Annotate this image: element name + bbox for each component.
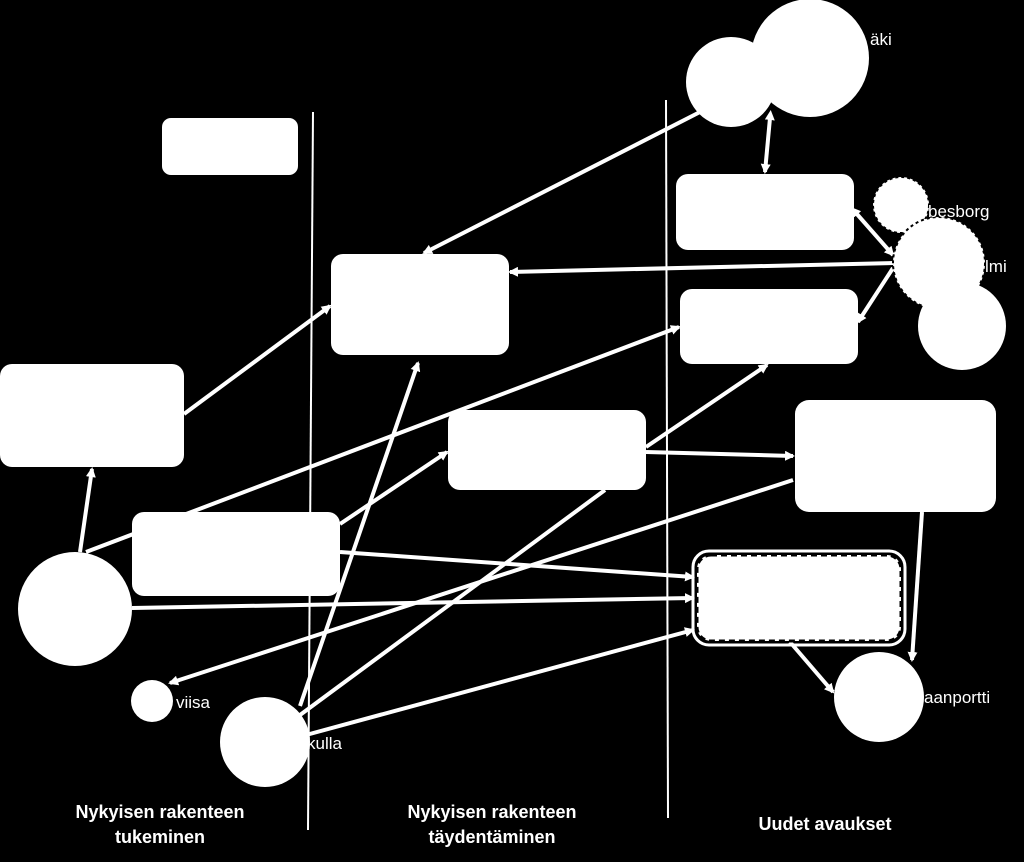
label-right-1: besborg [928, 202, 989, 221]
arrow-right-cluster-to-center-box [508, 261, 894, 277]
box-middle-left [132, 512, 340, 596]
box-left [0, 364, 184, 467]
circle-left-small [131, 680, 173, 722]
circle-bottom-left [220, 697, 310, 787]
column-divider-right [665, 99, 669, 819]
arrow-bigcircle-to-left-box [78, 467, 96, 553]
label-right-2: lmi [985, 257, 1007, 276]
arrow-midbox-to-centerbox [338, 450, 449, 526]
connector-arrows [78, 110, 924, 737]
column-left-line2: tukeminen [115, 827, 205, 847]
column-middle-line1: Nykyisen rakenteen [407, 802, 576, 822]
arrow-top-circle-to-center-box [422, 110, 701, 255]
label-bottom-left: kulla [307, 734, 343, 753]
arrow-dashed-to-bottom-right-circle [788, 640, 835, 694]
label-top-right: äki [870, 30, 892, 49]
label-bottom-right: aanportti [924, 688, 990, 707]
box-right-top [676, 174, 854, 250]
circle-right-dashed-small [872, 176, 930, 234]
column-middle-line2: täydentäminen [428, 827, 555, 847]
circle-top-right-large [751, 0, 869, 117]
box-right-middle [680, 289, 858, 364]
box-top-left [162, 118, 298, 175]
box-middle-center [448, 410, 646, 490]
column-left-line1: Nykyisen rakenteen [75, 802, 244, 822]
circle-left-large [18, 552, 132, 666]
arrow-bottom-circle-to-dashed [305, 627, 695, 737]
arrow-center-to-right-box-2 [644, 363, 769, 449]
circle-bottom-right [834, 652, 924, 742]
arrow-double-right-1 [850, 206, 895, 257]
arrow-bottom-circle-to-centerbox-up [298, 488, 607, 717]
circle-right-lower [918, 282, 1006, 370]
arrow-rightbox-to-bottom-right-circle [907, 511, 924, 662]
column-right-line1: Uudet avaukset [758, 814, 891, 834]
arrow-midbox-to-dashed [339, 550, 695, 582]
arrow-double-top [760, 110, 775, 174]
box-center [331, 254, 509, 355]
arrow-right-cluster-to-box [856, 266, 895, 324]
arrow-bottom-circle-to-center-box [298, 361, 421, 707]
arrow-center-to-rightbox [645, 450, 795, 461]
label-bottom-left-small: viisa [176, 693, 211, 712]
box-right-large [795, 400, 996, 512]
box-dashed [695, 553, 903, 643]
arrow-left-box-to-center-box [182, 304, 332, 416]
column-divider-left [307, 111, 314, 831]
